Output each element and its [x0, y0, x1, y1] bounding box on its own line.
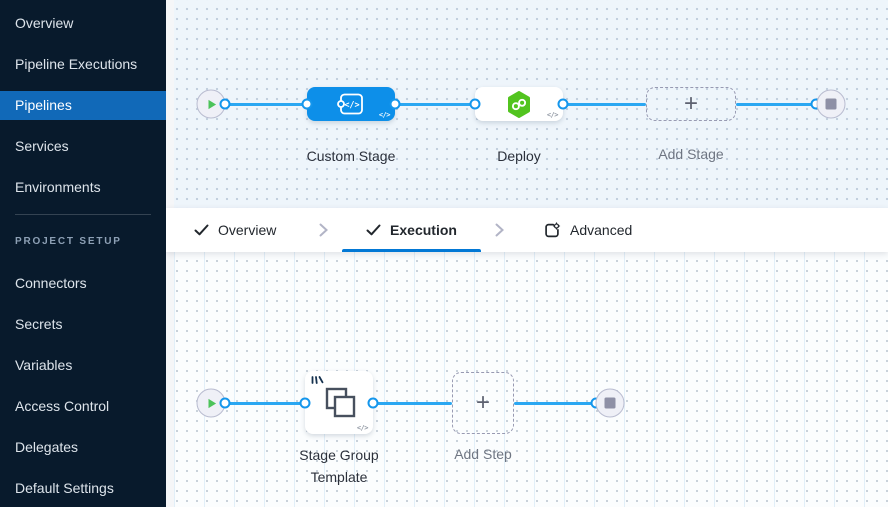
- deploy-stage-label: Deploy: [497, 148, 541, 164]
- canvas-left-edge: [166, 252, 174, 507]
- connector-port[interactable]: [219, 397, 231, 409]
- sidebar-item-overview[interactable]: Overview: [15, 15, 74, 31]
- stop-icon: [604, 397, 616, 409]
- sidebar-setup-list: Connectors Secrets Variables Access Cont…: [0, 256, 166, 503]
- sidebar-item-secrets[interactable]: Secrets: [15, 316, 63, 332]
- advanced-settings-icon: [545, 221, 561, 237]
- tab-overview[interactable]: Overview: [194, 208, 276, 252]
- connector-port[interactable]: [557, 98, 569, 110]
- template-marker-icon: [311, 376, 324, 384]
- sidebar-item-environments[interactable]: Environments: [15, 179, 101, 195]
- sidebar-item-variables[interactable]: Variables: [15, 357, 73, 373]
- execution-end-node: [595, 388, 625, 418]
- tab-advanced[interactable]: Advanced: [543, 208, 632, 252]
- sidebar-divider: [15, 214, 151, 215]
- flow-line: [395, 103, 475, 106]
- add-step-label: Add Step: [454, 446, 512, 462]
- chevron-right-icon: [495, 223, 504, 237]
- sidebar-item-pipelines[interactable]: Pipelines: [0, 91, 166, 120]
- stop-icon: [825, 98, 837, 110]
- code-badge-icon: </>: [356, 424, 369, 432]
- deploy-cd-icon: [508, 90, 530, 118]
- flow-line: [225, 103, 307, 106]
- chevron-right-icon: [319, 223, 328, 237]
- sidebar-item-connectors[interactable]: Connectors: [15, 275, 87, 291]
- tab-overview-label: Overview: [218, 222, 277, 238]
- flow-line: [736, 103, 816, 106]
- sidebar-item-pipeline-executions[interactable]: Pipeline Executions: [15, 56, 138, 72]
- sidebar-item-default-settings[interactable]: Default Settings: [15, 480, 114, 496]
- canvas-left-edge: [166, 0, 174, 208]
- sidebar-nav-list: Overview Pipeline Executions Pipelines S…: [0, 0, 166, 202]
- stage-group-template-node[interactable]: </>: [305, 371, 373, 434]
- sidebar-item-delegates[interactable]: Delegates: [15, 439, 79, 455]
- active-tab-underline: [342, 248, 481, 252]
- connector-port[interactable]: [389, 98, 401, 110]
- stage-canvas[interactable]: </> </> </> +: [166, 0, 888, 208]
- flow-line: [225, 402, 305, 405]
- tab-execution-label: Execution: [390, 222, 457, 238]
- stage-group-template-label: Stage Group Template: [299, 447, 379, 485]
- custom-stage-label: Custom Stage: [306, 148, 396, 164]
- pipeline-end-node: [816, 89, 846, 119]
- flow-line: [373, 402, 452, 405]
- flow-line: [514, 402, 596, 405]
- custom-stage-node[interactable]: </> </>: [307, 87, 395, 121]
- check-icon: [366, 224, 381, 236]
- code-badge-icon: </>: [546, 111, 559, 119]
- add-stage-button[interactable]: +: [646, 87, 736, 121]
- connector-port[interactable]: [469, 98, 481, 110]
- project-setup-section-label: PROJECT SETUP: [15, 236, 122, 247]
- deploy-stage-node[interactable]: </>: [475, 87, 563, 121]
- connector-port[interactable]: [219, 98, 231, 110]
- play-icon: [208, 99, 216, 109]
- main-area: </> </> </> +: [166, 0, 888, 507]
- sidebar-item-services[interactable]: Services: [15, 138, 69, 154]
- plus-icon: +: [683, 90, 698, 117]
- plus-icon: +: [475, 389, 490, 416]
- tab-execution[interactable]: Execution: [342, 208, 481, 252]
- connector-port[interactable]: [367, 397, 379, 409]
- execution-canvas[interactable]: </> + Stage Group Template Add Step: [166, 252, 888, 507]
- stage-config-tabbar: Overview Execution: [166, 208, 888, 252]
- add-stage-label: Add Stage: [658, 146, 724, 162]
- connector-port[interactable]: [299, 397, 311, 409]
- code-badge-icon: </>: [378, 111, 391, 119]
- flow-line: [563, 103, 646, 106]
- add-step-button[interactable]: +: [452, 372, 514, 434]
- sidebar-item-access-control[interactable]: Access Control: [15, 398, 110, 414]
- stage-group-icon: [325, 387, 356, 417]
- sidebar-nav: Overview Pipeline Executions Pipelines S…: [0, 0, 166, 507]
- custom-stage-icon: </>: [337, 93, 363, 115]
- play-icon: [208, 398, 216, 408]
- check-icon: [194, 224, 209, 236]
- connector-port[interactable]: [301, 98, 313, 110]
- svg-text:</>: </>: [344, 101, 359, 111]
- tab-advanced-label: Advanced: [570, 222, 633, 238]
